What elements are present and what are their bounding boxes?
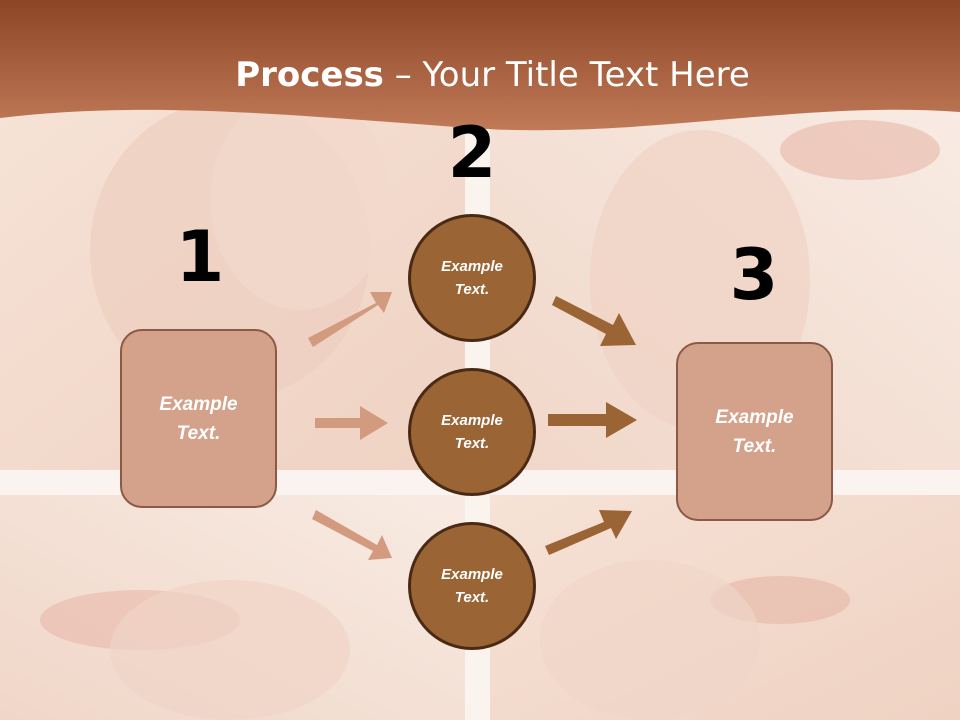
circle-bottom-line1: Example xyxy=(441,566,503,583)
circle-middle-line2: Text. xyxy=(454,435,490,452)
title-rest: – Your Title Text Here xyxy=(383,55,750,95)
step-number-1: 1 xyxy=(175,216,225,298)
circle-bottom-text: Example Text. xyxy=(427,563,517,609)
header-band xyxy=(0,0,960,131)
arrow-1-to-middle xyxy=(315,406,388,440)
arrow-middle-to-3 xyxy=(548,402,637,438)
arrow-bottom-to-3 xyxy=(545,510,632,555)
circle-top-line2: Text. xyxy=(454,281,490,298)
step1-text-line2: Text. xyxy=(176,422,221,444)
step3-text-line1: Example xyxy=(715,406,794,428)
step2-circle-middle: Example Text. xyxy=(408,368,536,496)
circle-top-text: Example Text. xyxy=(427,255,517,301)
step-number-3: 3 xyxy=(729,234,779,316)
step2-circle-bottom: Example Text. xyxy=(408,522,536,650)
arrow-top-to-3 xyxy=(552,296,636,346)
arrow-1-to-top xyxy=(308,292,392,347)
slide-title: Process – Your Title Text Here xyxy=(0,52,960,98)
arrow-1-to-bottom xyxy=(312,510,392,560)
step1-text-line1: Example xyxy=(159,393,238,415)
circle-middle-line1: Example xyxy=(441,412,503,429)
circle-bottom-line2: Text. xyxy=(454,589,490,606)
circle-top-line1: Example xyxy=(441,258,503,275)
step3-text-line2: Text. xyxy=(732,435,777,457)
step3-text: Example Text. xyxy=(690,403,820,461)
step3-box: Example Text. xyxy=(676,342,833,521)
step1-text: Example Text. xyxy=(134,390,264,448)
step1-box: Example Text. xyxy=(120,329,277,508)
step2-circle-top: Example Text. xyxy=(408,214,536,342)
step-number-2: 2 xyxy=(447,112,497,194)
circle-middle-text: Example Text. xyxy=(427,409,517,455)
title-bold: Process xyxy=(235,55,384,95)
